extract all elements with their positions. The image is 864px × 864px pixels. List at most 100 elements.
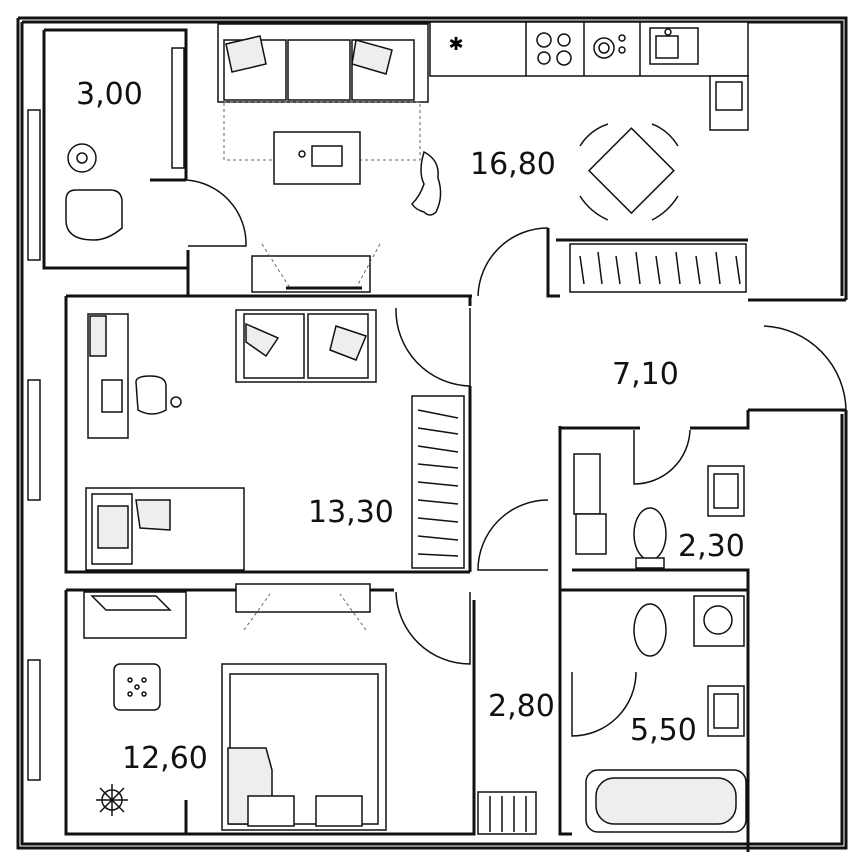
door-hall-corridor [477, 499, 549, 571]
area-label-corridor: 2,80 [488, 689, 555, 724]
bathtub-basin [595, 777, 737, 825]
window-bedroom1 [27, 379, 41, 501]
dishes-icon [593, 34, 626, 59]
rug [223, 101, 421, 161]
wetroom-walls [472, 410, 750, 852]
wardrobe-hangers [417, 409, 459, 557]
bookshelf-icon [89, 315, 107, 357]
kitchen-hall-wall [546, 228, 748, 298]
laptop-icon [101, 379, 123, 413]
desk-top [90, 595, 172, 611]
bedroom1-furniture [85, 309, 465, 571]
washbasin-bowl [713, 693, 739, 729]
machine-drum [703, 605, 733, 635]
dot [127, 691, 133, 697]
pillow-icon [247, 795, 295, 827]
burner [556, 50, 572, 66]
room-labels: 3,00 16,80 7,10 13,30 2,30 2,80 5,50 12,… [76, 77, 745, 776]
window-balcony [27, 109, 41, 261]
chair-wheel [170, 396, 182, 408]
bedroom2-furniture [83, 583, 537, 835]
wc-fixtures [573, 453, 747, 833]
dot [127, 677, 133, 683]
cushion-icon [351, 39, 393, 75]
laptop-icon [311, 145, 343, 167]
door-wc [633, 429, 691, 485]
faucet [664, 28, 672, 36]
burner [536, 32, 552, 48]
pillow-icon [315, 795, 363, 827]
chair [579, 123, 609, 147]
area-label-wc: 2,30 [678, 529, 745, 564]
sink-icon [649, 27, 699, 65]
area-label-balcony: 3,00 [76, 77, 143, 112]
table-top [587, 127, 675, 215]
door-balcony [185, 179, 247, 247]
door-kitchen [477, 227, 549, 297]
doors [185, 179, 847, 737]
toilet-icon [633, 507, 667, 561]
sink-bowl [655, 35, 679, 59]
glass [618, 34, 626, 42]
area-label-bedroom-1: 13,30 [308, 495, 394, 530]
toilet-icon [633, 603, 667, 657]
nightstand-icon [113, 663, 161, 711]
plant-leaves [96, 784, 128, 816]
toilet-tank [635, 557, 665, 569]
wardrobe-hangers [579, 251, 741, 285]
cushion-icon [245, 322, 280, 358]
balcony-furniture [65, 143, 123, 241]
plant-icon [96, 784, 128, 816]
window-bedroom2 [27, 659, 41, 781]
outer-wall-inner-line [20, 20, 844, 846]
tv-stand-icon [251, 255, 371, 293]
living-bedroom-wall [66, 250, 472, 298]
outer-wall [16, 16, 848, 850]
cushion-icon [225, 35, 267, 73]
entry-wall [748, 298, 846, 412]
office-chair-icon [135, 375, 167, 415]
fridge-icon: ✱ [448, 34, 463, 55]
burner [537, 51, 551, 65]
chair [651, 123, 679, 147]
dot [141, 677, 147, 683]
bedroom1-bottom-wall [64, 296, 470, 574]
washbasin-bowl [713, 473, 739, 509]
stove-icon [536, 32, 572, 66]
plate-inner [598, 42, 610, 54]
door-bathroom [571, 671, 637, 737]
area-label-kitchen-living: 16,80 [470, 147, 556, 182]
glass [618, 46, 626, 54]
pillow-icon [97, 505, 129, 549]
dot [134, 684, 140, 690]
chair [651, 195, 679, 221]
cup-icon [298, 150, 306, 158]
door-bedroom2 [395, 591, 471, 665]
tv-view-lines [243, 593, 367, 631]
window-balcony-door [171, 47, 185, 169]
armchair-icon [65, 189, 123, 241]
area-label-hall: 7,10 [612, 357, 679, 392]
shoe-rack-icon [477, 791, 537, 835]
kitchen-counter [429, 21, 749, 77]
blanket [135, 499, 171, 531]
oven-door [715, 81, 743, 111]
dog-icon [411, 150, 442, 216]
kitchen-furniture: ✱ [217, 21, 749, 293]
tv-view-lines [261, 243, 381, 289]
washer-icon [575, 513, 607, 555]
walls [16, 16, 848, 852]
door-entry [763, 325, 847, 411]
sofa-seat [287, 39, 351, 101]
shoe-rack-lines [489, 796, 527, 832]
burner [557, 33, 571, 47]
dot [141, 691, 147, 697]
plant-pot-inner [76, 152, 88, 164]
area-label-bathroom: 5,50 [630, 713, 697, 748]
chair [579, 195, 609, 221]
area-label-bedroom-2: 12,60 [122, 741, 208, 776]
cushion-icon [329, 325, 368, 361]
dining-table-icon [579, 123, 679, 221]
cabinet-icon [573, 453, 601, 515]
